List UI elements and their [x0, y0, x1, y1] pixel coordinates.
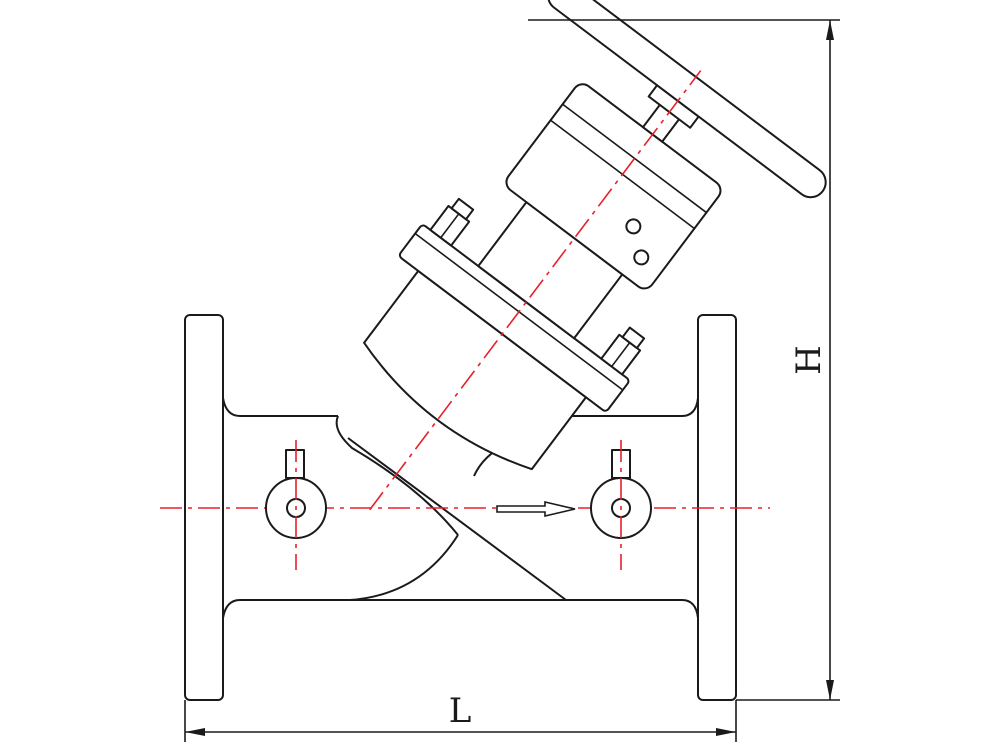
dimension-length-label: L: [449, 691, 472, 731]
dimension-height: H: [528, 19, 840, 701]
indicator-hole-b: [633, 249, 650, 266]
bonnet-neck: [363, 269, 587, 471]
dimension-height-label: H: [789, 345, 829, 375]
bolt-right: [600, 326, 646, 376]
bonnet-assembly: [363, 0, 827, 511]
pipe-upper-wall: [222, 397, 338, 417]
test-port-left: [265, 440, 327, 570]
dimension-length: L: [184, 691, 737, 742]
flow-direction-arrow: [496, 500, 576, 518]
pipe-upper-wall-right: [566, 397, 699, 417]
pipe-lower-wall: [222, 599, 699, 619]
bonnet-throat-curve: [335, 415, 459, 536]
seat-curve-lower: [349, 534, 459, 601]
test-port-right: [590, 440, 652, 570]
seat-diagonal: [347, 437, 567, 601]
indicator-hole-a: [625, 218, 642, 235]
bolt-left: [429, 197, 475, 247]
